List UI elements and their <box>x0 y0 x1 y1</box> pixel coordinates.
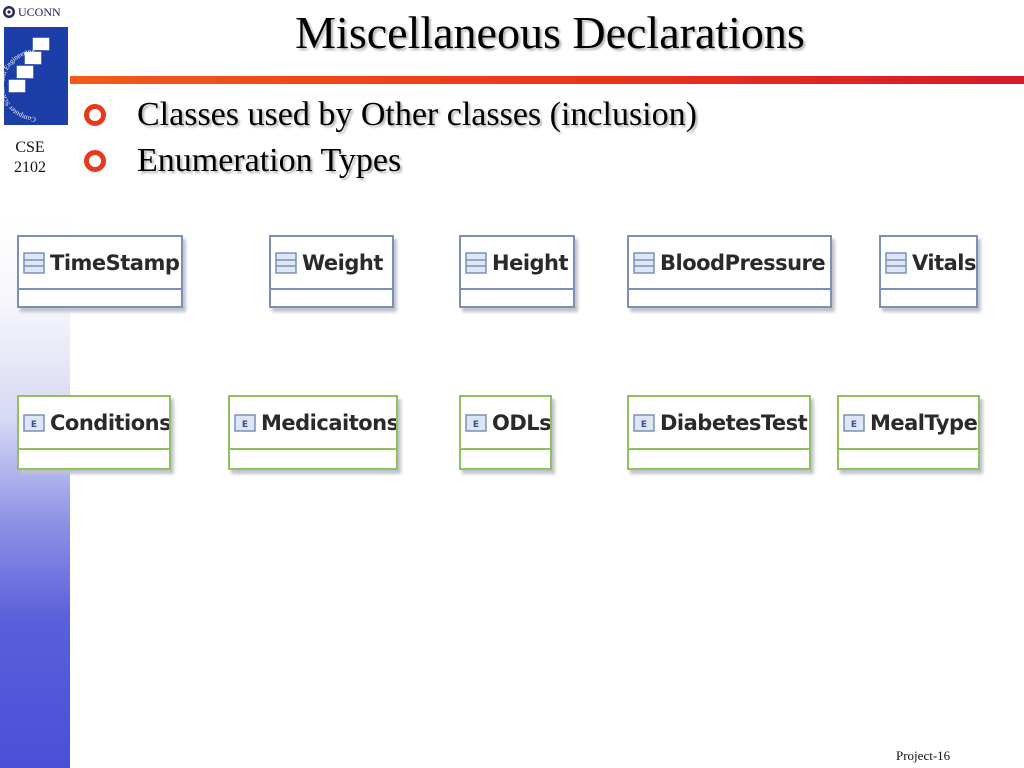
cse-department-logo: Computer Science and Engineering <box>2 27 68 125</box>
svg-text:E: E <box>851 420 857 430</box>
svg-text:E: E <box>31 420 37 430</box>
enumeration-name: ODLs <box>492 410 550 435</box>
circle-bullet-icon <box>84 104 106 126</box>
bullet-text: Classes used by Other classes (inclusion… <box>137 96 697 133</box>
bullet-list: Classes used by Other classes (inclusion… <box>80 92 697 184</box>
enumeration-name: MealType <box>870 410 978 435</box>
bullet-text: Enumeration Types <box>137 142 402 179</box>
enumeration-name: Conditions <box>50 410 169 435</box>
uml-enumeration-box: E Medicaitons <box>228 395 398 470</box>
enumeration-name: Medicaitons <box>261 410 396 435</box>
svg-text:E: E <box>473 420 479 430</box>
class-name: Vitals <box>912 250 976 275</box>
bullet-item: Enumeration Types <box>80 138 697 184</box>
uml-enumeration-box: E MealType <box>837 395 980 470</box>
course-dept: CSE <box>15 139 45 156</box>
uml-enumeration-box: E Conditions <box>17 395 171 470</box>
uml-class-box: TimeStamp <box>17 235 183 308</box>
uml-class-icon <box>633 251 655 274</box>
uml-class-icon <box>23 251 45 274</box>
course-number: 2102 <box>14 159 46 176</box>
class-name: Height <box>492 250 569 275</box>
uml-class-box: BloodPressure <box>627 235 832 308</box>
uconn-header: UCONN <box>2 2 70 22</box>
uml-class-icon <box>885 251 907 274</box>
title-accent-bar <box>70 76 1024 84</box>
class-name: TimeStamp <box>50 250 180 275</box>
uml-enumeration-box: E DiabetesTest <box>627 395 811 470</box>
bullet-item: Classes used by Other classes (inclusion… <box>80 92 697 138</box>
class-name: Weight <box>302 250 383 275</box>
enumeration-name: DiabetesTest <box>660 410 808 435</box>
uml-enumeration-icon: E <box>23 413 45 432</box>
uml-class-icon <box>275 251 297 274</box>
svg-text:E: E <box>242 420 248 430</box>
uml-class-icon <box>465 251 487 274</box>
class-name: BloodPressure <box>660 250 826 275</box>
uml-enumeration-icon: E <box>633 413 655 432</box>
uml-class-box: Vitals <box>879 235 978 308</box>
left-sidebar: UCONN Computer Science and Engineering C… <box>0 0 70 768</box>
uml-class-box: Weight <box>269 235 394 308</box>
uml-enumeration-box: E ODLs <box>459 395 552 470</box>
uml-enumeration-icon: E <box>843 413 865 432</box>
circle-bullet-icon <box>84 150 106 172</box>
university-name: UCONN <box>18 4 61 19</box>
uconn-seal-icon <box>3 6 15 18</box>
page-number: Project-16 <box>896 748 951 763</box>
uml-enumeration-icon: E <box>234 413 256 432</box>
course-code: CSE 2102 <box>0 138 60 178</box>
uml-class-box: Height <box>459 235 575 308</box>
slide-title: Miscellaneous Declarations <box>295 7 805 58</box>
svg-text:E: E <box>641 420 647 430</box>
uml-enumeration-icon: E <box>465 413 487 432</box>
